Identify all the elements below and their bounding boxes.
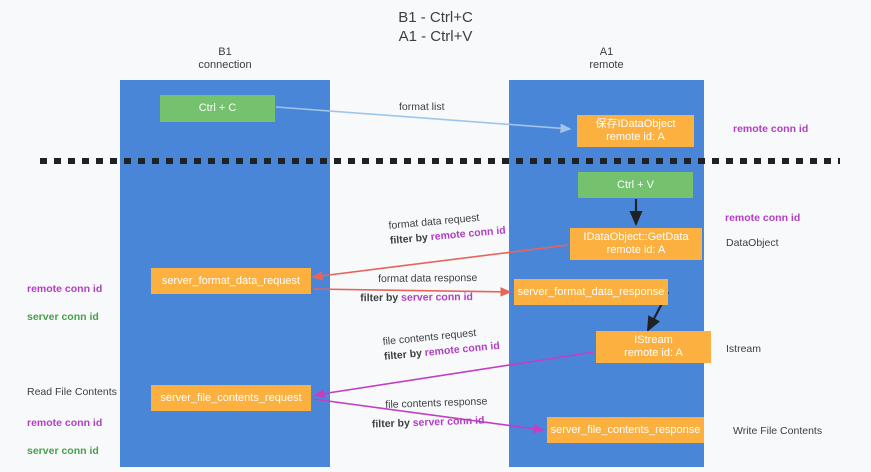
node-server-format-data-response[interactable]: server_format_data_response xyxy=(514,279,668,305)
label-file-contents-response: file contents response filter by server … xyxy=(372,394,488,432)
node-server-format-data-request[interactable]: server_format_data_request xyxy=(151,268,311,294)
swimlane-header-b1: B1 connection xyxy=(198,46,252,71)
label-dataobject: DataObject xyxy=(726,237,779,249)
label-line1: file contents response xyxy=(385,395,488,411)
label-remote-conn-id-top: remote conn id xyxy=(733,123,809,135)
label-server-conn-id: server conn id xyxy=(27,311,99,323)
label-filter-by: filter by xyxy=(360,291,402,305)
label-remote-conn-id-mid: remote conn id xyxy=(725,212,801,224)
node-ctrl-c[interactable]: Ctrl + C xyxy=(160,95,275,122)
label-remote-conn-id: remote conn id xyxy=(27,417,103,429)
label-server-conn-id: server conn id xyxy=(401,291,473,304)
node-idataobject-getdata[interactable]: IDataObject::GetData remote id: A xyxy=(570,228,702,260)
label-left-ids-bottom: remote conn id server conn id xyxy=(27,402,102,472)
label-istream: Istream xyxy=(726,343,762,355)
label-server-conn-id: server conn id xyxy=(27,445,99,457)
node-save-idataobject[interactable]: 保存IDataObject remote id: A xyxy=(577,115,694,147)
swimlane-header-a1: A1 remote xyxy=(589,46,624,71)
label-format-list: format list xyxy=(399,101,445,113)
label-remote-conn-id: remote conn id xyxy=(27,283,103,295)
label-filter-by: filter by xyxy=(383,347,426,363)
label-file-contents-request: file contents request filter by remote c… xyxy=(382,324,500,365)
node-ctrl-v[interactable]: Ctrl + V xyxy=(578,172,693,198)
label-format-data-response: format data response filter by server co… xyxy=(360,271,478,306)
label-write-file-contents: Write File Contents xyxy=(733,425,823,437)
label-read-file-contents: Read File Contents xyxy=(27,386,117,398)
label-format-data-request: format data request filter by remote con… xyxy=(388,208,506,248)
page-title: B1 - Ctrl+C A1 - Ctrl+V xyxy=(398,9,473,45)
node-server-file-contents-response[interactable]: server_file_contents_response xyxy=(547,417,704,443)
label-line1: format data response xyxy=(378,271,478,285)
label-filter-by: filter by xyxy=(389,231,432,247)
label-left-ids-mid: remote conn id server conn id xyxy=(27,268,102,338)
label-server-conn-id: server conn id xyxy=(412,414,485,430)
node-istream[interactable]: IStream remote id: A xyxy=(596,331,711,363)
node-server-file-contents-request[interactable]: server_file_contents_request xyxy=(151,385,311,411)
label-filter-by: filter by xyxy=(371,417,413,431)
